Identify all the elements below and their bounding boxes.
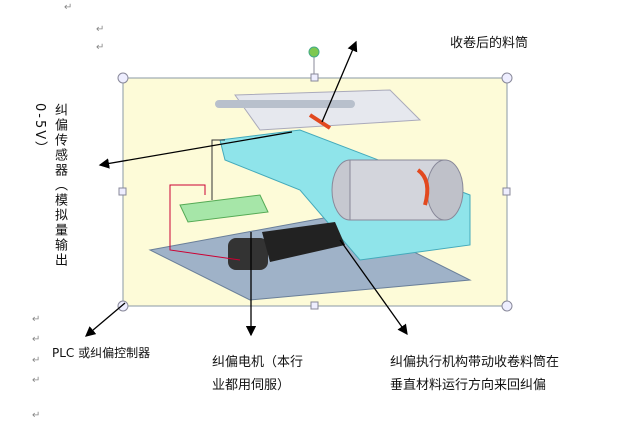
paragraph-mark: ↵: [32, 410, 41, 421]
callout-arrows: [85, 40, 408, 337]
rotate-handle: [308, 46, 320, 58]
label-actuator-line1: 纠偏执行机构带动收卷料筒在: [390, 355, 560, 370]
paragraph-mark: ↵: [32, 375, 41, 386]
label-motor-line1: 纠偏电机（本行: [212, 355, 304, 370]
paragraph-mark: ↵: [32, 334, 41, 345]
label-actuator-line2: 垂直材料运行方向来回纠偏: [390, 378, 547, 393]
label-sensor-line1: 纠偏传感器（模拟量输出: [52, 103, 67, 268]
paragraph-mark: ↵: [64, 2, 73, 13]
label-roll: 收卷后的料筒: [450, 36, 529, 51]
paragraph-mark: ↵: [32, 355, 41, 366]
label-sensor-line2: 0-5V）: [32, 103, 47, 157]
label-motor-line2: 业都用伺服）: [212, 378, 291, 393]
paragraph-mark: ↵: [96, 24, 105, 35]
label-plc: PLC 或纠偏控制器: [52, 346, 151, 360]
selection-handles[interactable]: [117, 46, 513, 312]
paragraph-mark: ↵: [96, 42, 105, 53]
machine-illustration: [148, 89, 472, 301]
paragraph-mark: ↵: [32, 314, 41, 325]
